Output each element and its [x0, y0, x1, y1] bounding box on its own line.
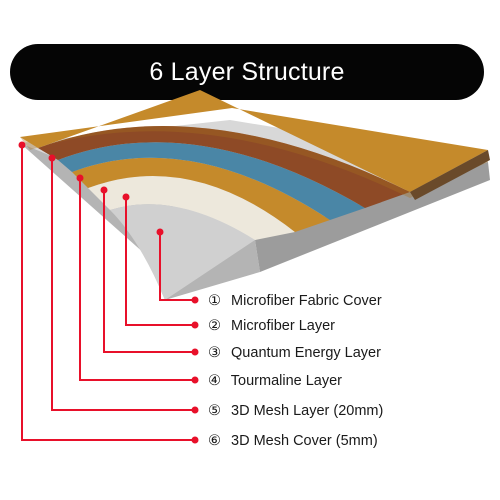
diagram-title: 6 Layer Structure — [149, 57, 345, 86]
leader-dot-5-top — [48, 154, 56, 162]
leader-line-5 — [51, 158, 195, 411]
layer-label-1: ① Microfiber Fabric Cover — [208, 293, 382, 309]
layer-text-3: Quantum Energy Layer — [231, 345, 381, 361]
leader-dot-3-top — [100, 186, 108, 194]
layer-number-2: ② — [208, 318, 221, 334]
layer-top-cover-fold — [20, 126, 488, 198]
leader-dot-2-top — [122, 193, 130, 201]
layer-brown — [38, 126, 410, 208]
layer-number-3: ③ — [208, 345, 221, 361]
layer-text-5: 3D Mesh Layer (20mm) — [231, 403, 383, 419]
layer-number-5: ⑤ — [208, 403, 221, 419]
layer-number-6: ⑥ — [208, 433, 221, 449]
layer-label-3: ③ Quantum Energy Layer — [208, 345, 381, 361]
layer-number-4: ④ — [208, 373, 221, 389]
layer-number-1: ① — [208, 293, 221, 309]
leader-dot-6-top — [18, 141, 26, 149]
leader-dot-2-end — [191, 321, 199, 329]
leader-line-3 — [103, 190, 195, 353]
layer-label-6: ⑥ 3D Mesh Cover (5mm) — [208, 433, 378, 449]
leader-dot-1-end — [191, 296, 199, 304]
layer-top-cover — [20, 90, 488, 192]
leader-dot-4-top — [76, 174, 84, 182]
leader-line-1 — [159, 232, 195, 301]
layer-core — [110, 204, 255, 300]
leader-dot-6-end — [191, 436, 199, 444]
leader-dot-1-top — [156, 228, 164, 236]
layer-text-2: Microfiber Layer — [231, 318, 335, 334]
layer-gold — [72, 157, 330, 232]
layer-label-5: ⑤ 3D Mesh Layer (20mm) — [208, 403, 383, 419]
leader-dot-5-end — [191, 406, 199, 414]
leader-line-4 — [79, 178, 195, 381]
leader-dot-3-end — [191, 348, 199, 356]
title-banner: 6 Layer Structure — [10, 44, 484, 100]
layer-text-1: Microfiber Fabric Cover — [231, 293, 382, 309]
layer-text-6: 3D Mesh Cover (5mm) — [231, 433, 378, 449]
layer-label-2: ② Microfiber Layer — [208, 318, 335, 334]
leader-dots — [18, 141, 199, 444]
layer-label-4: ④ Tourmaline Layer — [208, 373, 342, 389]
leader-lines — [21, 145, 195, 441]
leader-dot-4-end — [191, 376, 199, 384]
layer-text-4: Tourmaline Layer — [231, 373, 342, 389]
leader-line-2 — [125, 197, 195, 326]
layer-blue — [58, 142, 365, 220]
layer-cream — [88, 175, 295, 240]
leader-line-6 — [21, 145, 195, 441]
layer-dark-edge — [410, 150, 490, 200]
